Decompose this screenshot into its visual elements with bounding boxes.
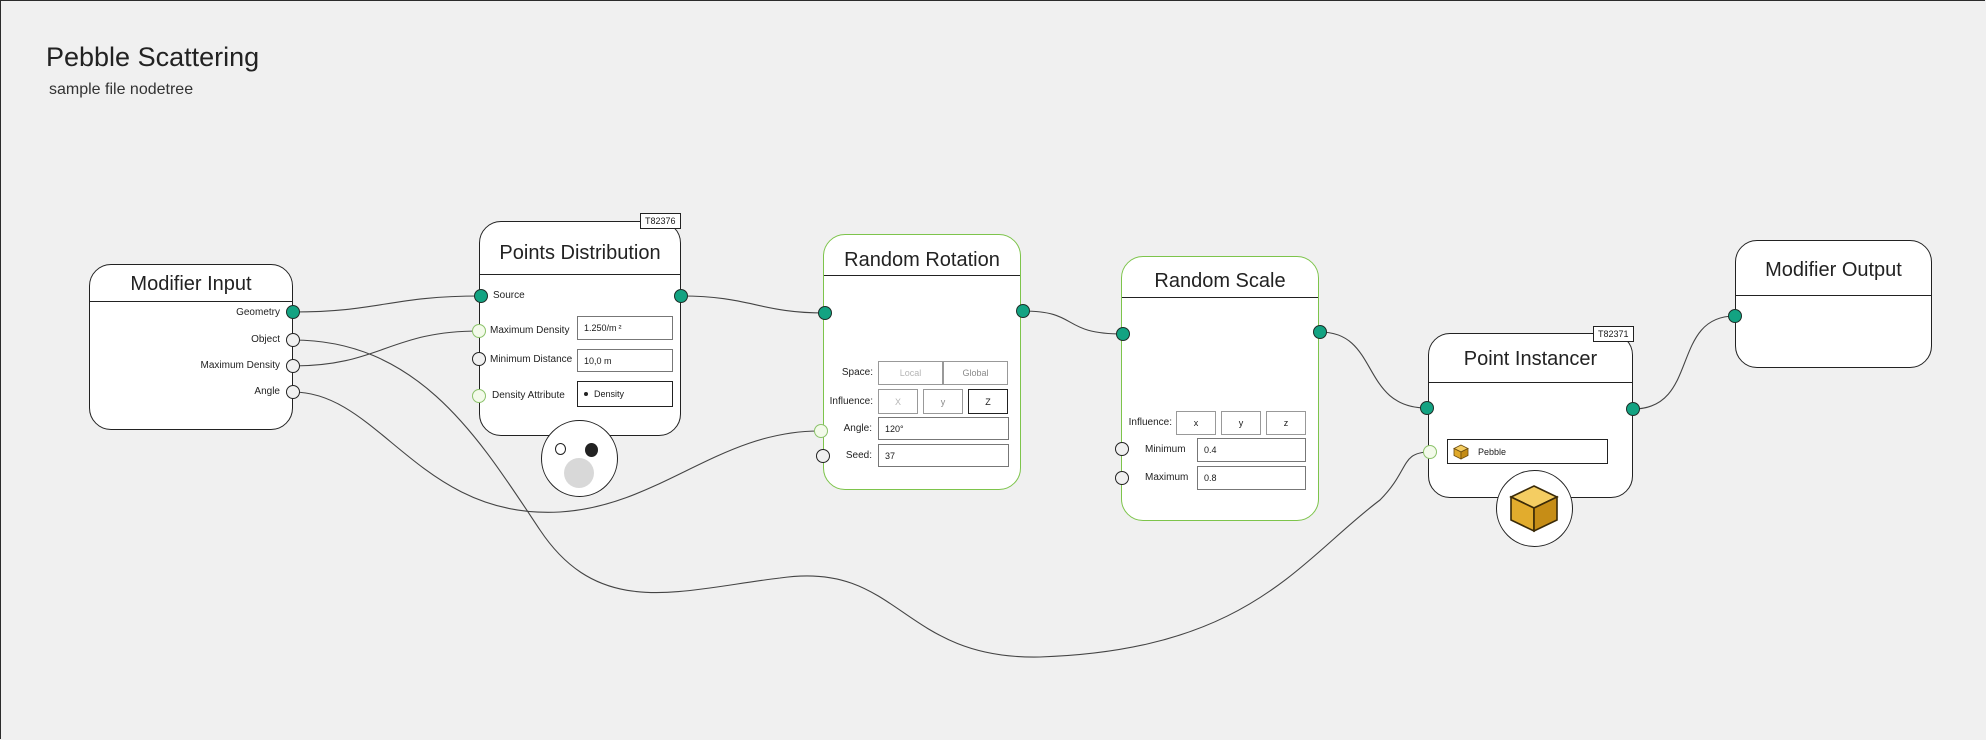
maximum-label: Maximum (1145, 472, 1189, 483)
node-point-instancer[interactable]: Point Instancer (1428, 333, 1633, 498)
node-title: Random Rotation (844, 249, 1000, 271)
object-value: Pebble (1478, 446, 1507, 457)
scale-influence-option-y[interactable]: y (1221, 411, 1261, 435)
cube-icon (1509, 485, 1559, 533)
socket-maximum-density-output[interactable] (286, 359, 300, 373)
points-preview-circle (541, 420, 618, 497)
socket-instancer-geometry-output[interactable] (1626, 402, 1640, 416)
space-label: Space: (841, 367, 873, 378)
influence-label: Influence: (1128, 417, 1172, 428)
blurred-point-icon (564, 458, 594, 488)
page-title: Pebble Scattering (46, 42, 260, 72)
minimum-field[interactable]: 0.4 (1197, 438, 1306, 462)
socket-seed-input[interactable] (816, 449, 830, 463)
space-option-local[interactable]: Local (878, 361, 943, 385)
input-label-maximum-density: Maximum Density (490, 325, 570, 336)
node-modifier-input[interactable]: Modifier Input (89, 264, 293, 430)
wire-instancer-output (1632, 315, 1736, 410)
title-divider (824, 275, 1020, 276)
scale-influence-option-z[interactable]: z (1266, 411, 1306, 435)
influence-option-x[interactable]: X (878, 389, 918, 414)
output-label-object: Object (251, 334, 280, 345)
socket-instancer-geometry-input[interactable] (1420, 401, 1434, 415)
influence-label: Influence: (829, 396, 873, 407)
empty-point-icon (555, 443, 566, 455)
socket-maximum-density-input[interactable] (472, 324, 486, 338)
title-divider (90, 301, 292, 302)
wire-angle-angle (292, 391, 822, 513)
node-title: Points Distribution (499, 242, 661, 264)
wire-maxdensity-maxdensity (292, 330, 480, 367)
socket-density-attribute-input[interactable] (472, 389, 486, 403)
wire-object-pebble (292, 339, 1431, 658)
seed-label: Seed: (845, 450, 872, 461)
output-label-angle: Angle (254, 386, 280, 397)
angle-field[interactable]: 120° (878, 417, 1009, 440)
node-modifier-output[interactable]: Modifier Output (1735, 240, 1932, 368)
input-label-source: Source (493, 290, 525, 301)
input-label-minimum-distance: Minimum Distance (490, 354, 573, 365)
task-tag: T82376 (640, 213, 681, 229)
filled-point-icon (585, 443, 598, 457)
socket-instancer-object-input[interactable] (1423, 445, 1437, 459)
node-title: Point Instancer (1463, 348, 1598, 370)
socket-maximum-input[interactable] (1115, 471, 1129, 485)
angle-label: Angle: (843, 423, 872, 434)
socket-minimum-input[interactable] (1115, 442, 1129, 456)
maximum-density-unit: ² (618, 323, 622, 333)
maximum-field[interactable]: 0.8 (1197, 466, 1306, 490)
socket-object-output[interactable] (286, 333, 300, 347)
wire-geometry-source (292, 295, 482, 313)
socket-scale-geometry-output[interactable] (1313, 325, 1327, 339)
socket-angle-input[interactable] (814, 424, 828, 438)
node-title: Modifier Output (1765, 259, 1902, 281)
wire-rotation-scale (1022, 310, 1124, 335)
density-attribute-field[interactable]: Density (577, 381, 673, 407)
output-label-maximum-density: Maximum Density (200, 360, 280, 371)
influence-option-y[interactable]: y (923, 389, 963, 414)
node-title: Random Scale (1154, 270, 1286, 292)
node-title: Modifier Input (130, 273, 252, 295)
input-label-density-attribute: Density Attribute (492, 390, 565, 401)
task-tag: T82371 (1593, 326, 1634, 342)
object-field[interactable]: Pebble (1447, 439, 1608, 464)
socket-source-input[interactable] (474, 289, 488, 303)
seed-field[interactable]: 37 (878, 444, 1009, 467)
dot-icon (584, 392, 588, 396)
wire-points-rotation (680, 295, 826, 314)
maximum-density-field[interactable]: 1.250/m ² (577, 316, 673, 340)
influence-option-z[interactable]: Z (968, 389, 1008, 414)
instance-preview-circle (1496, 470, 1573, 547)
socket-rotation-geometry-input[interactable] (818, 306, 832, 320)
title-divider (480, 274, 680, 275)
page-subtitle: sample file nodetree (49, 81, 194, 98)
cube-icon (1453, 444, 1469, 460)
output-label-geometry: Geometry (236, 307, 280, 318)
title-divider (1122, 297, 1318, 298)
socket-geometry-output[interactable] (286, 305, 300, 319)
wire-scale-instancer (1319, 331, 1428, 409)
density-attribute-value: Density (594, 389, 625, 399)
socket-rotation-geometry-output[interactable] (1016, 304, 1030, 318)
space-option-global[interactable]: Global (943, 361, 1008, 385)
scale-influence-option-x[interactable]: x (1176, 411, 1216, 435)
title-divider (1736, 295, 1931, 296)
minimum-distance-field[interactable]: 10,0 m (577, 349, 673, 372)
socket-modifier-output-input[interactable] (1728, 309, 1742, 323)
socket-scale-geometry-input[interactable] (1116, 327, 1130, 341)
minimum-label: Minimum (1145, 444, 1186, 455)
socket-angle-output[interactable] (286, 385, 300, 399)
title-divider (1429, 382, 1632, 383)
maximum-density-value: 1.250/m (584, 323, 617, 333)
socket-points-output[interactable] (674, 289, 688, 303)
socket-minimum-distance-input[interactable] (472, 352, 486, 366)
